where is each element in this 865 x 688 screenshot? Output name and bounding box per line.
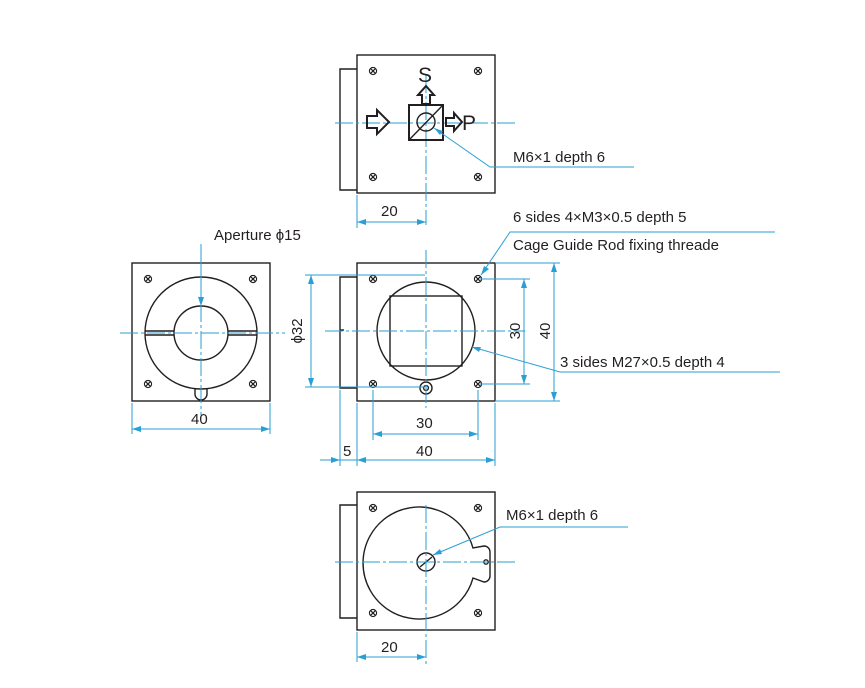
dim-horiz-30: 30 bbox=[416, 415, 433, 432]
dim-vert-30: 30 bbox=[507, 323, 524, 340]
dim-horiz-40: 40 bbox=[416, 443, 433, 460]
top-view: S P M6×1 depth 6 20 bbox=[335, 54, 634, 228]
s-arrow-icon bbox=[415, 84, 437, 105]
p-arrow-icon bbox=[445, 110, 464, 134]
screw-icon bbox=[473, 66, 483, 76]
screw-icon bbox=[143, 379, 153, 389]
dim-phi32: ϕ32 bbox=[289, 318, 306, 343]
s-label: S bbox=[418, 64, 432, 87]
middle-view: ϕ32 30 40 6 sides 4×M3×0.5 depth 5 Cage … bbox=[289, 209, 780, 466]
screw-icon bbox=[143, 274, 153, 284]
dim-flange-5: 5 bbox=[343, 443, 351, 460]
side-thread-note: 3 sides M27×0.5 depth 4 bbox=[560, 354, 725, 371]
screw-icon bbox=[368, 274, 378, 284]
mount-note-line2: Cage Guide Rod fixing threade bbox=[513, 237, 719, 254]
screw-icon bbox=[248, 379, 258, 389]
mount-note-line1: 6 sides 4×M3×0.5 depth 5 bbox=[513, 209, 686, 226]
screw-icon bbox=[368, 608, 378, 618]
dim-vert-40: 40 bbox=[537, 323, 554, 340]
left-view: Aperture ϕ15 40 bbox=[120, 227, 301, 434]
input-arrow-icon bbox=[366, 107, 391, 137]
aperture-note: Aperture ϕ15 bbox=[214, 227, 301, 244]
p-label: P bbox=[462, 112, 476, 135]
top-view-flange bbox=[339, 68, 357, 191]
screw-icon bbox=[473, 608, 483, 618]
bottom-m6-note: M6×1 depth 6 bbox=[506, 507, 598, 524]
dim-left-40: 40 bbox=[191, 411, 208, 428]
screw-icon bbox=[473, 172, 483, 182]
screw-icon bbox=[368, 66, 378, 76]
screw-icon bbox=[473, 503, 483, 513]
m6-hole bbox=[416, 112, 436, 132]
screw-icon bbox=[368, 172, 378, 182]
bottom-view: M6×1 depth 6 20 bbox=[335, 491, 628, 665]
middle-view-flange bbox=[339, 276, 357, 389]
bottom-disk bbox=[362, 506, 491, 620]
dim-bottom-20: 20 bbox=[381, 639, 398, 656]
screw-icon bbox=[248, 274, 258, 284]
screw-icon bbox=[368, 503, 378, 513]
dim-top-20: 20 bbox=[381, 203, 398, 220]
top-m6-note: M6×1 depth 6 bbox=[513, 149, 605, 166]
